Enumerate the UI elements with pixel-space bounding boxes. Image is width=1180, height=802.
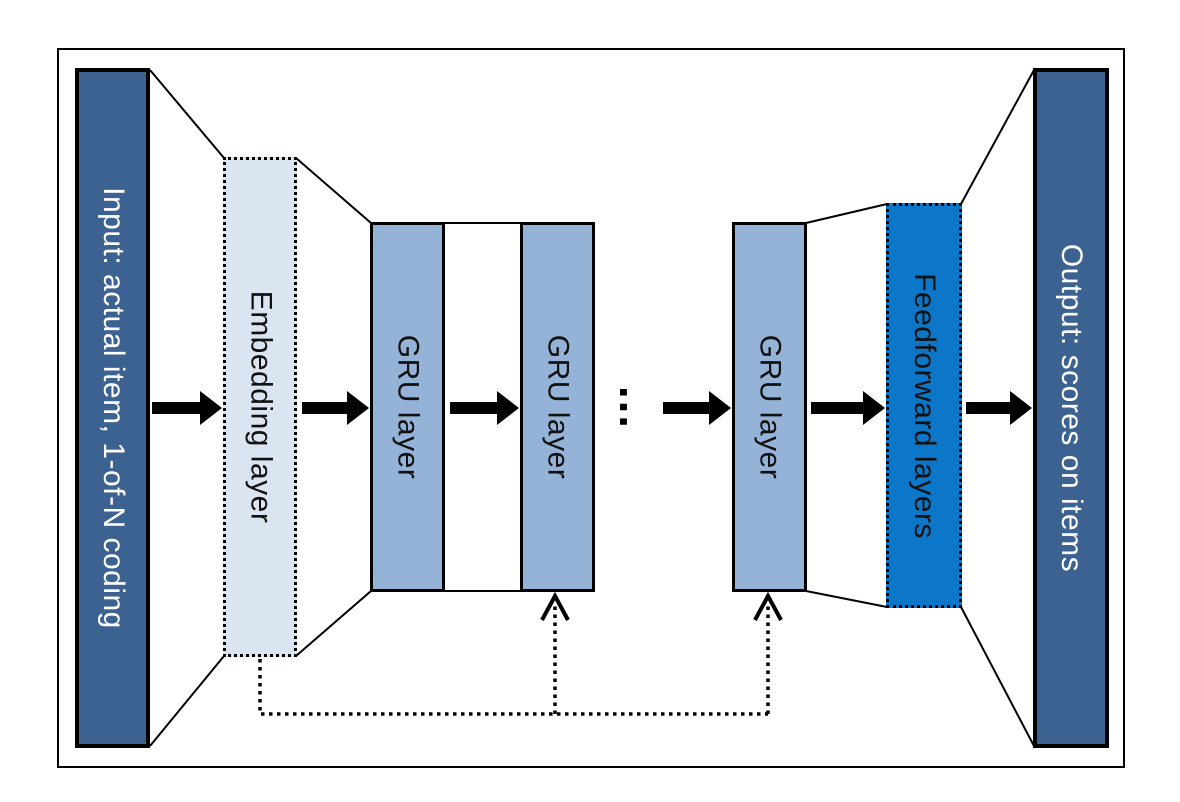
open-arrowhead-gru2-icon — [540, 591, 570, 621]
input-embedding-bottom-line — [149, 655, 225, 747]
outer-frame — [57, 48, 1125, 768]
gru3-ff-top-line — [805, 203, 888, 224]
flow-arrows — [152, 391, 1032, 425]
gru-layer-2-box: GRU layer — [520, 222, 595, 592]
input-layer-box: Input: actual item, 1-of-N coding — [75, 68, 150, 748]
arrow-gru1-to-gru2-icon — [450, 391, 519, 425]
input-layer-label: Input: actual item, 1-of-N coding — [96, 187, 130, 629]
embedding-layer-label: Embedding layer — [244, 290, 278, 524]
input-embedding-top-line — [149, 69, 225, 159]
feedforward-layers-label: Feedforward layers — [908, 272, 941, 539]
gru-layer-1-box: GRU layer — [370, 222, 445, 592]
arrow-feedforward-to-output-icon — [966, 391, 1032, 425]
embedding-gru1-top-line — [295, 157, 372, 224]
output-layer-label: Output: scores on items — [1055, 243, 1088, 573]
trapezoid-lines — [149, 69, 1035, 747]
arrow-gru3-to-feedforward-icon — [811, 391, 885, 425]
gru-layer-3-label: GRU layer — [753, 334, 787, 480]
output-layer-box: Output: scores on items — [1033, 68, 1109, 748]
gru3-ff-bottom-line — [805, 590, 888, 608]
feedforward-layers-box: Feedforward layers — [886, 203, 962, 608]
arrow-input-to-embedding-icon — [152, 391, 222, 425]
gru-layer-1-label: GRU layer — [391, 334, 425, 480]
ff-output-bottom-line — [960, 606, 1035, 747]
ff-output-top-line — [960, 69, 1035, 205]
skip-connection — [258, 591, 783, 716]
arrow-embedding-to-gru1-icon — [302, 391, 369, 425]
ellipsis-text: … — [610, 384, 662, 430]
skip-connection-main-path — [258, 659, 768, 716]
arrow-ellipsis-to-gru3-icon — [663, 391, 731, 425]
embedding-layer-box: Embedding layer — [223, 157, 297, 657]
embedding-gru1-bottom-line — [295, 590, 372, 657]
ellipsis-dots: … — [610, 384, 662, 430]
gru-layer-3-box: GRU layer — [732, 222, 807, 592]
open-arrowhead-gru3-icon — [753, 591, 783, 621]
gru-layer-2-label: GRU layer — [541, 334, 575, 480]
